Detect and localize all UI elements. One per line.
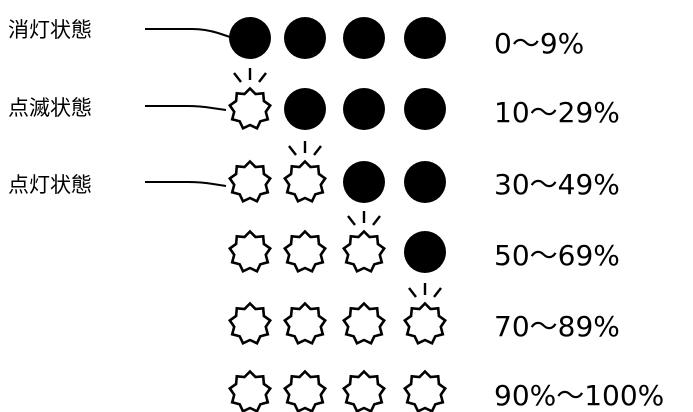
lamp-r4-c1-starburst-outline-icon <box>282 301 328 346</box>
lamp-r0-c0-filled-circle-icon <box>229 17 271 59</box>
lamp-r4-c3-blink-rays-icon <box>408 283 442 298</box>
lamp-r4-c2-starburst-outline-icon <box>341 301 387 346</box>
lamp-r0-c1-filled-circle-icon <box>284 17 326 59</box>
lamp-r3-c0-starburst-outline-icon <box>227 229 273 274</box>
legend-label-on: 点灯状態 <box>8 173 92 197</box>
lamp-r4-c0-starburst-outline-icon <box>227 301 273 346</box>
lamp-r0-c3-filled-circle-icon <box>404 17 446 59</box>
lamp-r0-c2-filled-circle-icon <box>343 17 385 59</box>
range-label-row-0: 0〜9% <box>494 27 584 60</box>
legend-label-blink: 点滅状態 <box>8 96 92 120</box>
range-label-row-2: 30〜49% <box>494 168 620 201</box>
lamp-r1-c1-filled-circle-icon <box>284 88 326 130</box>
lamp-r1-c3-filled-circle-icon <box>404 88 446 130</box>
lamp-r5-c3-starburst-outline-icon <box>402 369 448 412</box>
range-label-row-4: 70〜89% <box>494 310 620 343</box>
lamp-r1-c0-blink-rays-icon <box>233 68 267 83</box>
lamp-r3-c3-filled-circle-icon <box>404 231 446 273</box>
lamp-r2-c1-blink-rays-icon <box>288 141 322 156</box>
lamp-r3-c2-blinking-starburst-icon <box>341 229 387 274</box>
lamp-r2-c3-filled-circle-icon <box>404 161 446 203</box>
lamp-r3-c2-blink-rays-icon <box>347 211 381 226</box>
lamp-r5-c0-starburst-outline-icon <box>227 369 273 412</box>
lamp-r5-c2-starburst-outline-icon <box>341 369 387 412</box>
lamp-r1-c0-blinking-starburst-icon <box>227 86 273 131</box>
legend-leader-off <box>145 28 234 39</box>
lamp-grid <box>227 17 448 412</box>
legend-leader-blink <box>145 105 227 111</box>
legend-leader-on <box>145 181 227 187</box>
lamp-r3-c1-starburst-outline-icon <box>282 229 328 274</box>
lamp-r2-c0-starburst-outline-icon <box>227 159 273 204</box>
legend-label-off: 消灯状態 <box>8 18 92 42</box>
range-label-row-5: 90%〜100% <box>494 379 664 412</box>
lamp-r1-c2-filled-circle-icon <box>343 88 385 130</box>
range-label-row-1: 10〜29% <box>494 96 620 129</box>
lamp-r4-c3-blinking-starburst-icon <box>402 301 448 346</box>
lamp-r5-c1-starburst-outline-icon <box>282 369 328 412</box>
range-label-row-3: 50〜69% <box>494 239 620 272</box>
lamp-r2-c2-filled-circle-icon <box>343 161 385 203</box>
lamp-r2-c1-blinking-starburst-icon <box>282 159 328 204</box>
